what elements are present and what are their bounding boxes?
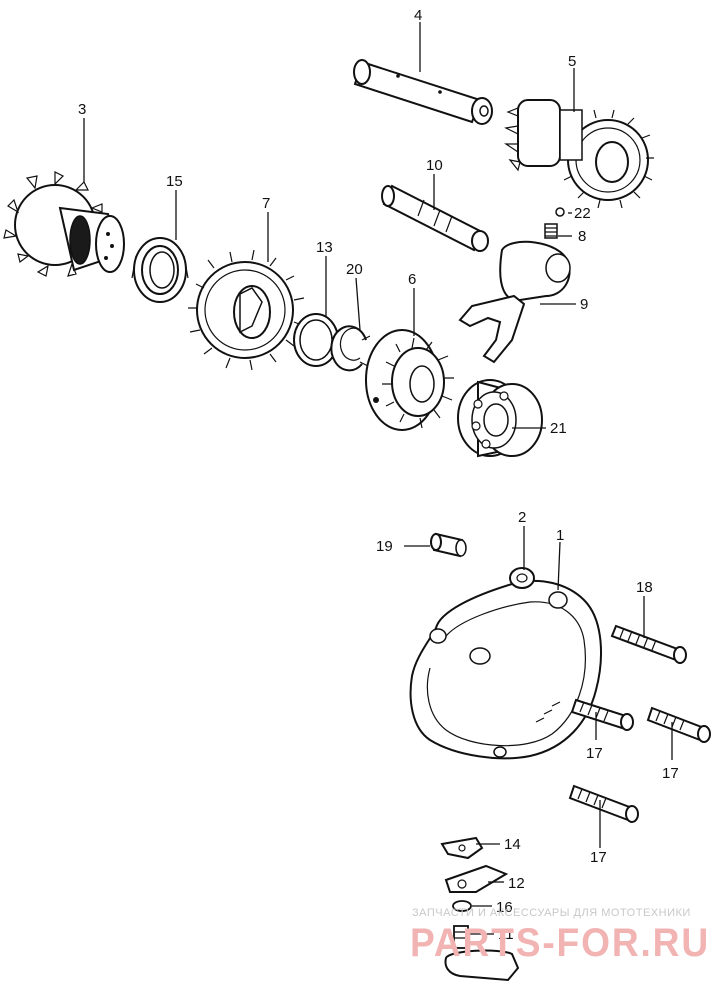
part-4-shaft (353, 59, 493, 125)
label-part-3: 3 (78, 101, 86, 118)
label-part-7: 7 (262, 195, 270, 212)
label-part-19: 19 (376, 538, 393, 555)
part-10-shaft (381, 184, 489, 252)
watermark-logo: PARTS-FOR.RU (410, 921, 710, 965)
label-part-8: 8 (578, 228, 586, 245)
label-part-17-c: 17 (590, 849, 607, 866)
label-part-11: 11 (498, 926, 514, 943)
label-part-20: 20 (346, 261, 363, 278)
part-12-plate (444, 864, 509, 893)
label-part-21: 21 (550, 420, 567, 437)
part-11-lever (444, 925, 520, 982)
part-8-spring (544, 223, 558, 239)
part-14-plate (440, 836, 484, 860)
label-part-4: 4 (414, 7, 422, 24)
watermark-tagline: ЗАПЧАСТИ И АКСЕССУАРЫ ДЛЯ МОТОТЕХНИКИ (412, 907, 691, 919)
part-22-ball (555, 207, 565, 217)
label-part-14: 14 (504, 836, 521, 853)
part-7-gear (188, 249, 305, 371)
part-18-bolt (610, 624, 687, 664)
leader-lines (83, 22, 673, 935)
part-17-bolt-b (646, 706, 711, 743)
part-1-cover (409, 579, 602, 760)
label-part-10: 10 (426, 157, 443, 174)
part-3-sprocket (3, 171, 125, 277)
label-part-15: 15 (166, 173, 183, 190)
part-9-shift-fork (458, 240, 571, 364)
part-20-circlip (330, 325, 371, 372)
part-2-gasket (509, 567, 535, 589)
label-part-12: 12 (508, 875, 525, 892)
label-part-17-a: 17 (586, 745, 603, 762)
part-19-dowel (430, 532, 467, 558)
label-part-17-b: 17 (662, 765, 679, 782)
part-labels: 4 5 3 15 7 10 22 8 13 20 6 9 21 19 2 1 1… (78, 7, 679, 943)
part-17-bolt-c (568, 784, 639, 823)
part-16-washer (452, 900, 472, 912)
label-part-6: 6 (408, 271, 416, 288)
part-6-gear (365, 329, 454, 431)
part-21-bearing (457, 379, 543, 458)
watermark: ЗАПЧАСТИ И АКСЕССУАРЫ ДЛЯ МОТОТЕХНИКИ PA… (410, 907, 710, 965)
part-13-washer (293, 313, 339, 367)
label-part-5: 5 (568, 53, 576, 70)
label-part-2: 2 (518, 509, 526, 526)
part-17-bolt-a (570, 698, 634, 731)
label-part-16: 16 (496, 899, 513, 916)
label-part-1: 1 (556, 527, 564, 544)
part-5-gear-cluster (504, 99, 654, 209)
label-part-22: 22 (574, 205, 591, 222)
label-part-13: 13 (316, 239, 333, 256)
label-part-9: 9 (580, 296, 588, 313)
label-part-18: 18 (636, 579, 653, 596)
part-15-seal (131, 237, 189, 303)
